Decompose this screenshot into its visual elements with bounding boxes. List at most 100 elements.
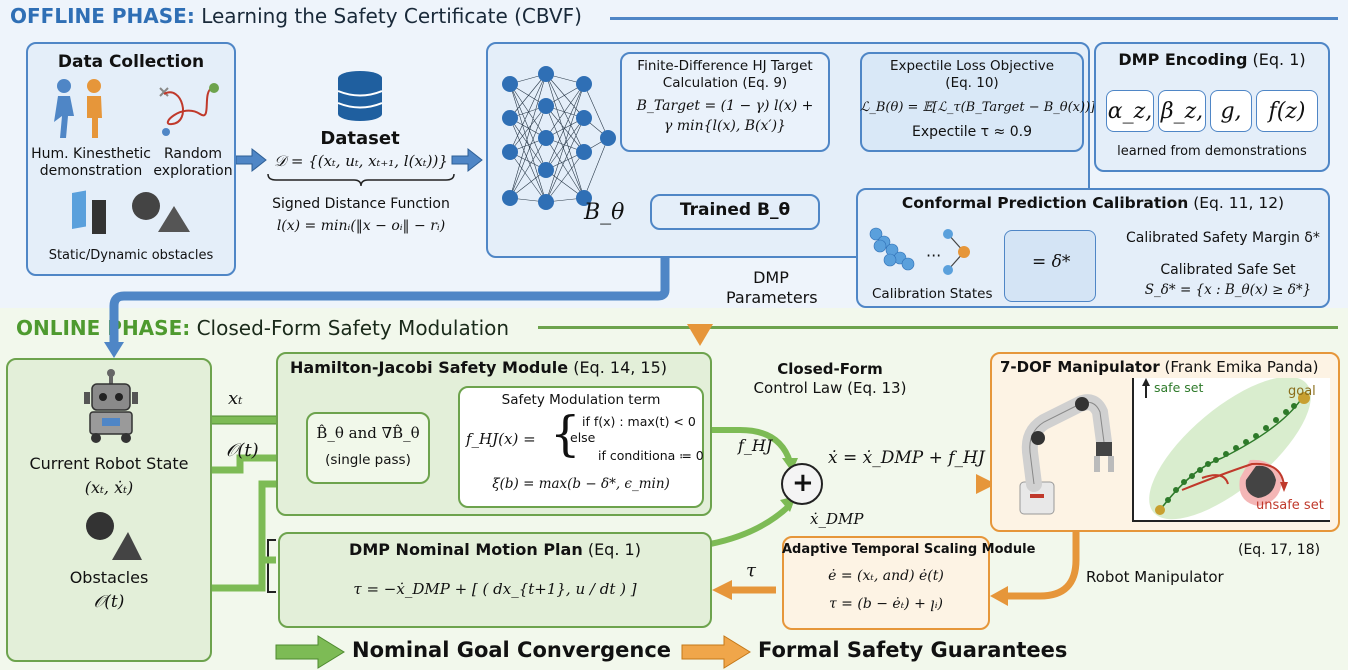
hj-target-line2: γ min{l(x), B(x′)} <box>664 118 786 134</box>
dmp-encoding-title-rest: (Eq. 1) <box>1252 50 1306 69</box>
conformal-title-rest: (Eq. 11, 12) <box>1193 194 1285 212</box>
plot-safe-set-label: safe set <box>1154 380 1204 395</box>
expectile-title2: (Eq. 10) <box>945 75 999 91</box>
online-heading-rest: Closed-Form Safety Modulation <box>196 316 510 340</box>
hj-target-line1: B_Target = (1 − γ) l(x) + <box>636 98 814 114</box>
smt-curly-brace: { <box>550 406 581 462</box>
legend-nominal-label: Nominal Goal Convergence <box>352 638 672 662</box>
arrow-dataset-to-nn <box>451 147 483 173</box>
control-xdot-dmp: ẋ_DMP <box>810 510 864 528</box>
manipulator-title-rest: (Frank Emika Panda) <box>1164 358 1319 376</box>
dmp-plan-formula: τ = −ẋ_DMP + [ ( dx_{t+1}, u / dt ) ] <box>353 580 637 598</box>
xt-arrow-label: xₜ <box>228 388 243 409</box>
adaptive-line2: τ = (b − ėₜ) + ꞁᵢ) <box>828 596 944 612</box>
conformal-title-bold: Conformal Prediction Calibration <box>901 194 1189 212</box>
hj-inner-line2: (single pass) <box>325 452 411 468</box>
sum-plus: + <box>792 468 814 498</box>
smt-case1: if f(x) : max(t) < 0 <box>582 414 696 429</box>
dmp-plan-title: DMP Nominal Motion Plan (Eq. 1) <box>278 540 712 559</box>
manipulator-title-bold: 7-DOF Manipulator <box>1000 358 1160 376</box>
dmp-encoding-title-bold: DMP Encoding <box>1118 50 1248 69</box>
obstacles-text: Obstacles <box>69 568 149 587</box>
calibration-dots: ··· <box>926 246 942 265</box>
online-heading: ONLINE PHASE: Closed-Form Safety Modulat… <box>16 316 509 340</box>
expectile-title1: Expectile Loss Objective <box>889 58 1055 74</box>
database-icon <box>337 71 383 121</box>
rand-line2: exploration <box>153 163 233 179</box>
smt-xi: ξ(b) = max(b − δ*, ϵ_min) <box>492 476 670 492</box>
smt-case2: else <box>570 430 596 445</box>
control-equation: ẋ = ẋ_DMP + f_HJ <box>828 448 985 468</box>
dmp-param-beta: β_z, <box>1158 90 1206 132</box>
offline-heading: OFFLINE PHASE: Learning the Safety Certi… <box>10 4 582 28</box>
adaptive-title: Adaptive Temporal Scaling Module <box>782 542 1036 557</box>
dataset-brace <box>267 173 455 187</box>
safe-set-plot <box>1142 378 1311 520</box>
legend-formal-arrow <box>681 635 751 669</box>
control-law-title2-text: Control Law (Eq. 13) <box>753 379 907 397</box>
hum-kinesthetic-label: Hum. Kinesthetic demonstration <box>26 146 156 180</box>
obstacles-label: Static/Dynamic obstacles <box>48 248 214 263</box>
online-obstacles-icon <box>86 512 142 560</box>
tau-arrow-label: τ <box>746 560 756 581</box>
arrow-collection-to-dataset <box>235 147 267 173</box>
bracket-online <box>267 539 276 593</box>
plot-goal-label: goal <box>1288 384 1316 399</box>
safe-set-label: Calibrated Safe Set <box>1160 262 1296 278</box>
b-theta-label: B_θ <box>584 200 625 225</box>
smt-title: Safety Modulation term <box>501 392 661 408</box>
smt-fhj-lhs: f_HJ(x) = <box>466 430 536 448</box>
arrow-ot <box>210 454 290 474</box>
hj-module-title-rest: (Eq. 14, 15) <box>573 358 668 377</box>
trained-box <box>650 194 820 230</box>
hj-inner-line1: B̂_θ and ∇B̂_θ <box>316 424 420 442</box>
sdf-label: Signed Distance Function <box>272 196 450 212</box>
adaptive-line1: ė = (xₜ, and) ė(t) <box>828 568 944 584</box>
trained-label: Trained B_θ <box>679 200 791 220</box>
calibration-samples-icon <box>869 227 970 275</box>
humans-icon <box>54 79 102 138</box>
offline-heading-rule <box>610 17 1338 20</box>
smt-box <box>458 386 704 508</box>
expectile-formula: ℒ_B(θ) = 𝔼[ℒ_τ(B_Target − B_θ(x))] <box>860 100 1096 115</box>
hj-module-title: Hamilton-Jacobi Safety Module (Eq. 14, 1… <box>290 358 667 377</box>
random-exploration-label: Random exploration <box>150 146 236 180</box>
hj-module-title-bold: Hamilton-Jacobi Safety Module <box>290 358 569 377</box>
hj-target-box <box>620 52 830 152</box>
control-law-title1: Closed-Form <box>777 360 883 378</box>
control-law-title2: Control Law (Eq. 13) <box>740 379 920 398</box>
legend-formal-label: Formal Safety Guarantees <box>758 638 1068 662</box>
dmp-plan-title-rest: (Eq. 1) <box>587 540 641 559</box>
dmp-param-alpha: α_z, <box>1106 90 1154 132</box>
online-heading-bold: ONLINE PHASE: <box>16 316 191 340</box>
manipulator-eq: (Eq. 17, 18) <box>1238 542 1321 558</box>
control-law-title: Closed-Form Control Law (Eq. 13) <box>740 360 920 398</box>
dmp-plan-box <box>278 532 712 628</box>
arrow-dmp-to-sum <box>709 502 793 547</box>
plot-unsafe-set-label: unsafe set <box>1256 498 1324 513</box>
hum-line2: demonstration <box>39 163 143 179</box>
offline-heading-rest: Learning the Safety Certificate (CBVF) <box>201 4 582 28</box>
rand-line1: Random <box>164 146 222 162</box>
dmp-plan-title-bold: DMP Nominal Motion Plan <box>349 540 583 559</box>
conformal-title: Conformal Prediction Calibration (Eq. 11… <box>856 194 1330 212</box>
sum-circle <box>781 463 823 505</box>
dataset-title: Dataset <box>320 128 400 149</box>
expectile-box <box>860 52 1084 152</box>
hum-line1: Hum. Kinesthetic <box>31 146 151 162</box>
calibration-states-label: Calibration States <box>872 286 993 302</box>
hj-inner-box <box>306 412 430 484</box>
ot-arrow-label: 𝒪(t) <box>226 440 259 461</box>
data-collection-title: Data Collection <box>57 52 205 72</box>
control-fhj-label: f_HJ <box>738 436 773 455</box>
dmp-parameters-label: DMP Parameters <box>726 268 818 307</box>
robot-state-vars: (xₜ, ẋₜ) <box>84 478 134 497</box>
robot-arm-image <box>1019 394 1114 515</box>
safe-set-formula: S_δ* = {x : B_θ(x) ≥ δ*} <box>1144 282 1312 298</box>
smt-case3: if conditiona ≔ 0 <box>598 448 704 463</box>
obstacles-var: 𝒪(t) <box>93 592 125 612</box>
obstacles-icon <box>72 190 190 234</box>
hj-target-title: Finite-Difference HJ Target Calculation … <box>620 58 830 92</box>
expectile-tau: Expectile τ ≈ 0.9 <box>912 124 1032 140</box>
dmp-param-g: g, <box>1210 90 1252 132</box>
